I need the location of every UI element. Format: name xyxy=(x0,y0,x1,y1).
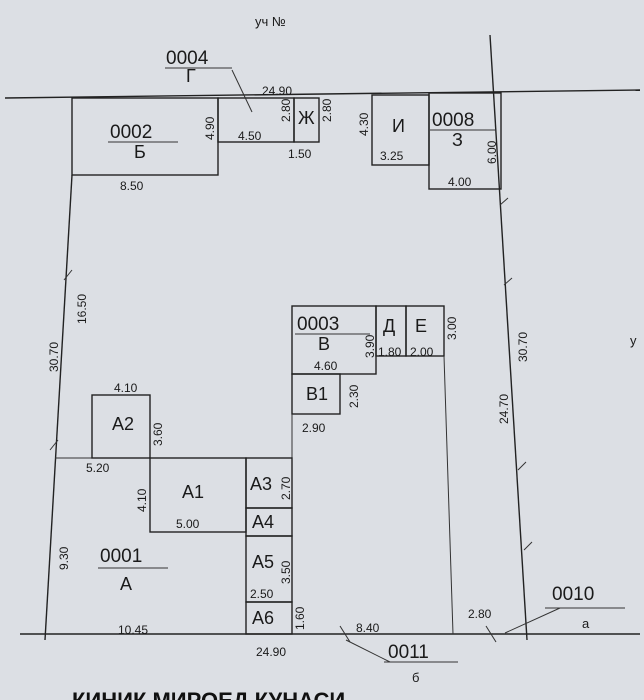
dim-a5-height: 3.50 xyxy=(279,560,293,584)
building-letter: А xyxy=(120,574,132,594)
building-code: 0008 xyxy=(432,110,474,131)
room-d: Д 1.80 xyxy=(375,305,407,359)
marker-b: 0011 б xyxy=(345,639,458,685)
dim-d-width: 1.80 xyxy=(378,345,402,359)
room-a1: А1 4.10 5.00 xyxy=(135,457,247,533)
dim-a5-width: 2.50 xyxy=(250,587,274,601)
room-label: Е xyxy=(415,316,427,336)
dim-b-width: 8.50 xyxy=(120,179,144,193)
right-edge-label: у xyxy=(630,333,637,348)
dim-i-height: 4.30 xyxy=(357,112,371,136)
dim-g-width: 4.50 xyxy=(238,129,262,143)
dim-e-height: 3.00 xyxy=(445,316,459,340)
dim-a3-height: 2.70 xyxy=(279,476,293,500)
dim-top-total: 24.90 xyxy=(262,84,292,98)
room-label: Д xyxy=(383,316,395,336)
top-label: уч № xyxy=(255,14,286,29)
building-code: 0001 xyxy=(100,546,142,567)
dim-bottom-mid: 8.40 xyxy=(356,621,380,635)
room-i: И 3.25 4.30 xyxy=(357,94,430,166)
dim-e-width: 2.00 xyxy=(410,345,434,359)
building-letter: З xyxy=(452,130,463,150)
building-v: 0003 В 4.60 3.90 xyxy=(291,305,377,375)
room-v1: В1 2.30 2.90 xyxy=(291,373,361,435)
room-label: А1 xyxy=(182,482,204,502)
dim-bottom-right: 2.80 xyxy=(468,607,492,621)
dim-right-total: 30.70 xyxy=(516,332,530,362)
dim-a-upper: 5.20 xyxy=(86,461,110,475)
room-zh: Ж 1.50 2.80 xyxy=(288,97,334,161)
building-g: 0004 Г 4.50 2.80 xyxy=(165,48,295,143)
building-code: 0002 xyxy=(110,122,152,143)
dim-left-lower: 9.30 xyxy=(57,546,71,570)
dim-v-height: 3.90 xyxy=(363,334,377,358)
room-a4: А4 xyxy=(245,507,293,537)
marker-a: 0010 а xyxy=(504,584,625,634)
dim-a2-height: 3.60 xyxy=(151,422,165,446)
building-letter: Б xyxy=(134,142,146,162)
e-extension-line xyxy=(443,355,454,635)
building-a: 0001 А xyxy=(98,546,168,594)
room-label: А6 xyxy=(252,608,274,628)
room-label: А2 xyxy=(112,414,134,434)
dim-b-height: 4.90 xyxy=(203,116,217,140)
room-e: Е 2.00 3.00 xyxy=(405,305,459,359)
bottom-caption: КИНИК МИРОЕД КУНАСИ xyxy=(72,688,345,700)
plot-boundary xyxy=(4,34,641,641)
room-a6: А6 1.60 xyxy=(245,601,307,635)
dim-z-height: 6.00 xyxy=(485,140,499,164)
dim-bottom-total: 24.90 xyxy=(256,645,286,659)
dim-v-width: 4.60 xyxy=(314,359,338,373)
dim-a2-width: 4.10 xyxy=(114,381,138,395)
dim-a6-height: 1.60 xyxy=(293,606,307,630)
building-letter: В xyxy=(318,334,330,354)
dim-left-upper: 16.50 xyxy=(75,294,89,324)
building-code: 0011 xyxy=(388,642,429,663)
dim-zh-h2: 2.80 xyxy=(320,98,334,122)
building-z: 0008 З 4.00 6.00 xyxy=(428,92,502,190)
dim-zh-width: 1.50 xyxy=(288,147,312,161)
dim-a1-height: 4.10 xyxy=(135,488,149,512)
building-code: 0010 xyxy=(552,584,594,605)
dim-bottom-left: 10.45 xyxy=(118,623,148,637)
dim-i-width: 3.25 xyxy=(380,149,404,163)
dim-right-lower: 24.70 xyxy=(497,394,511,424)
dim-v1-width: 2.90 xyxy=(302,421,326,435)
room-label: А3 xyxy=(250,474,272,494)
room-label: А4 xyxy=(252,512,274,532)
room-label: В1 xyxy=(306,384,328,404)
boundary-ticks xyxy=(49,197,533,643)
room-label: И xyxy=(392,116,405,136)
room-a3: А3 2.70 xyxy=(245,457,293,509)
room-label: Ж xyxy=(298,108,315,128)
dim-v1-height: 2.30 xyxy=(347,384,361,408)
building-letter: б xyxy=(412,670,419,685)
building-b: 0002 Б 8.50 4.90 xyxy=(71,97,219,193)
dim-left-total: 30.70 xyxy=(47,342,61,372)
dim-z-width: 4.00 xyxy=(448,175,472,189)
building-code: 0003 xyxy=(297,314,339,335)
building-letter: Г xyxy=(186,66,196,86)
dim-zh-h1: 2.80 xyxy=(279,98,293,122)
room-a2: 4.10 А2 3.60 xyxy=(91,381,165,459)
room-label: А5 xyxy=(252,552,274,572)
room-a5: А5 3.50 2.50 xyxy=(245,535,293,603)
building-letter: а xyxy=(582,616,590,631)
dim-a1-width: 5.00 xyxy=(176,517,200,531)
building-code: 0004 xyxy=(166,48,209,69)
